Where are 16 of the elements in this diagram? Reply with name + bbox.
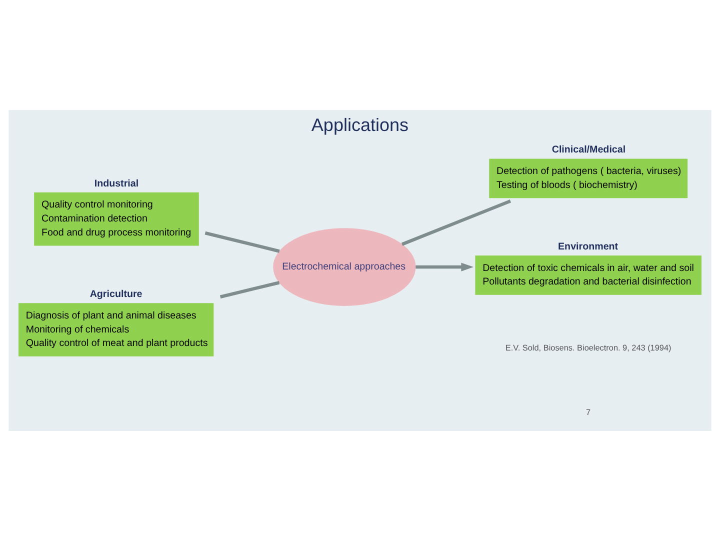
diagram-title: Applications xyxy=(311,114,409,134)
connector xyxy=(401,199,512,246)
label: E.V. Sold, Biosens. Bioelectron. 9, 243 (1994) xyxy=(505,342,672,352)
node-box: Detection of toxic chemicals in air, water and soil Pollutants degradation and bacterial disinfection xyxy=(475,255,702,294)
node-ellipse: Electrochemical approaches xyxy=(273,228,416,306)
node-label: Clinical/Medical xyxy=(552,144,626,156)
arrow xyxy=(416,262,474,271)
connector xyxy=(204,230,280,252)
connector xyxy=(220,280,280,298)
node-label: Agriculture xyxy=(90,288,142,300)
node-label: Environment xyxy=(558,240,618,252)
node-box: Quality control monitoring Contamination detection Food and drug process monitoring xyxy=(34,192,199,246)
node-label: Industrial xyxy=(94,178,139,189)
label: 7 xyxy=(586,408,591,417)
node-box: Diagnosis of plant and animal diseases Monitoring of chemicals Quality control of meat and plant products xyxy=(18,302,214,356)
node-box: Detection of pathogens ( bacteria, viruses) Testing of bloods ( biochemistry) xyxy=(489,158,688,198)
